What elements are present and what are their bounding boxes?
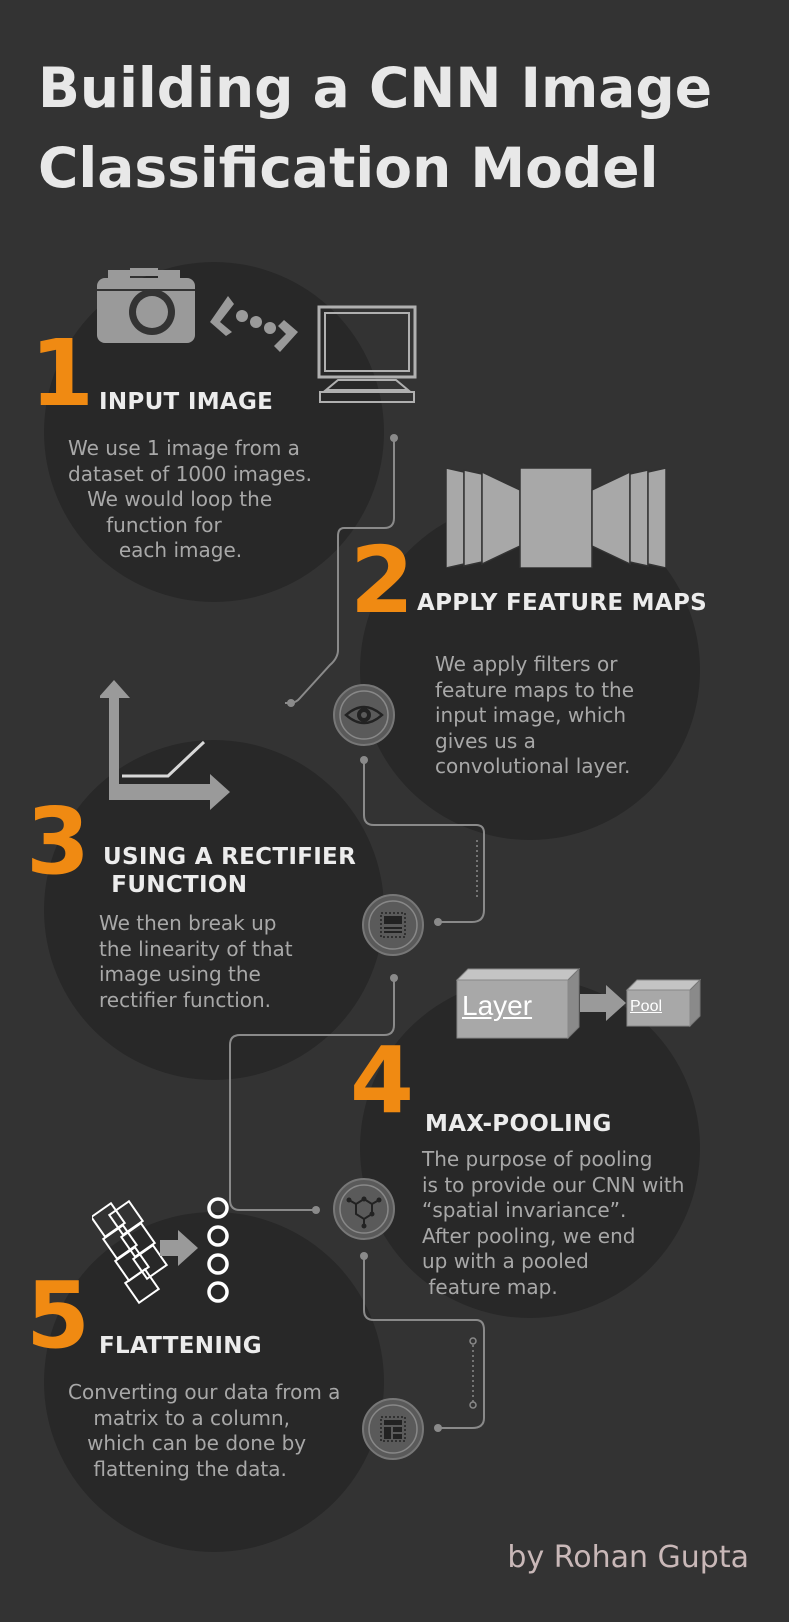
title-line-2: Classification Model <box>38 136 659 200</box>
document-icon <box>368 900 418 950</box>
step-4-number: 4 <box>350 1027 415 1134</box>
arrows-icon <box>210 296 298 352</box>
connector-node-document <box>362 894 424 956</box>
eye-icon <box>339 690 389 740</box>
matrix-to-column-icon <box>92 1197 229 1305</box>
step-2-body: We apply filters or feature maps to the … <box>435 652 635 778</box>
page-title: Building a CNN Image Classification Mode… <box>38 48 758 208</box>
step-3-body: We then break up the linearity of that i… <box>99 911 293 1012</box>
connector-node-grid <box>362 1398 424 1460</box>
step-4-body: The purpose of pooling is to provide our… <box>422 1147 685 1299</box>
step-3-number: 3 <box>26 788 91 895</box>
step-2-heading: APPLY FEATURE MAPS <box>417 590 707 616</box>
step-5-number: 5 <box>26 1262 91 1369</box>
step-1-number: 1 <box>30 320 95 427</box>
step-5-heading: FLATTENING <box>99 1333 262 1359</box>
connector-node-molecule <box>333 1178 395 1240</box>
title-line-1: Building a CNN Image <box>38 56 713 120</box>
rectifier-graph-icon <box>100 680 230 810</box>
step-1-body: We use 1 image from a dataset of 1000 im… <box>68 436 312 562</box>
monitor-icon <box>317 305 417 403</box>
pool-box-icon <box>625 978 701 1028</box>
step-5-circle <box>44 1212 384 1552</box>
layer-label: Layer <box>462 990 533 1021</box>
step-4-heading: MAX-POOLING <box>425 1111 612 1137</box>
step-1-heading: INPUT IMAGE <box>99 389 274 415</box>
grid-icon <box>368 1404 418 1454</box>
step-2-number: 2 <box>350 527 415 634</box>
layer-pool-diagram <box>456 968 701 1040</box>
layer-box-icon <box>456 968 581 1040</box>
step-5-body: Converting our data from a matrix to a c… <box>68 1380 341 1481</box>
author-credit: by Rohan Gupta <box>507 1540 749 1575</box>
step-3-heading-line-2: FUNCTION <box>103 872 248 898</box>
feature-maps-icon <box>446 468 666 568</box>
step-3-heading-line-1: USING A RECTIFIER <box>103 844 357 870</box>
connector-node-eye <box>333 684 395 746</box>
molecule-icon <box>339 1184 389 1234</box>
pool-label: Pool <box>630 998 663 1015</box>
camera-icon <box>97 268 195 343</box>
